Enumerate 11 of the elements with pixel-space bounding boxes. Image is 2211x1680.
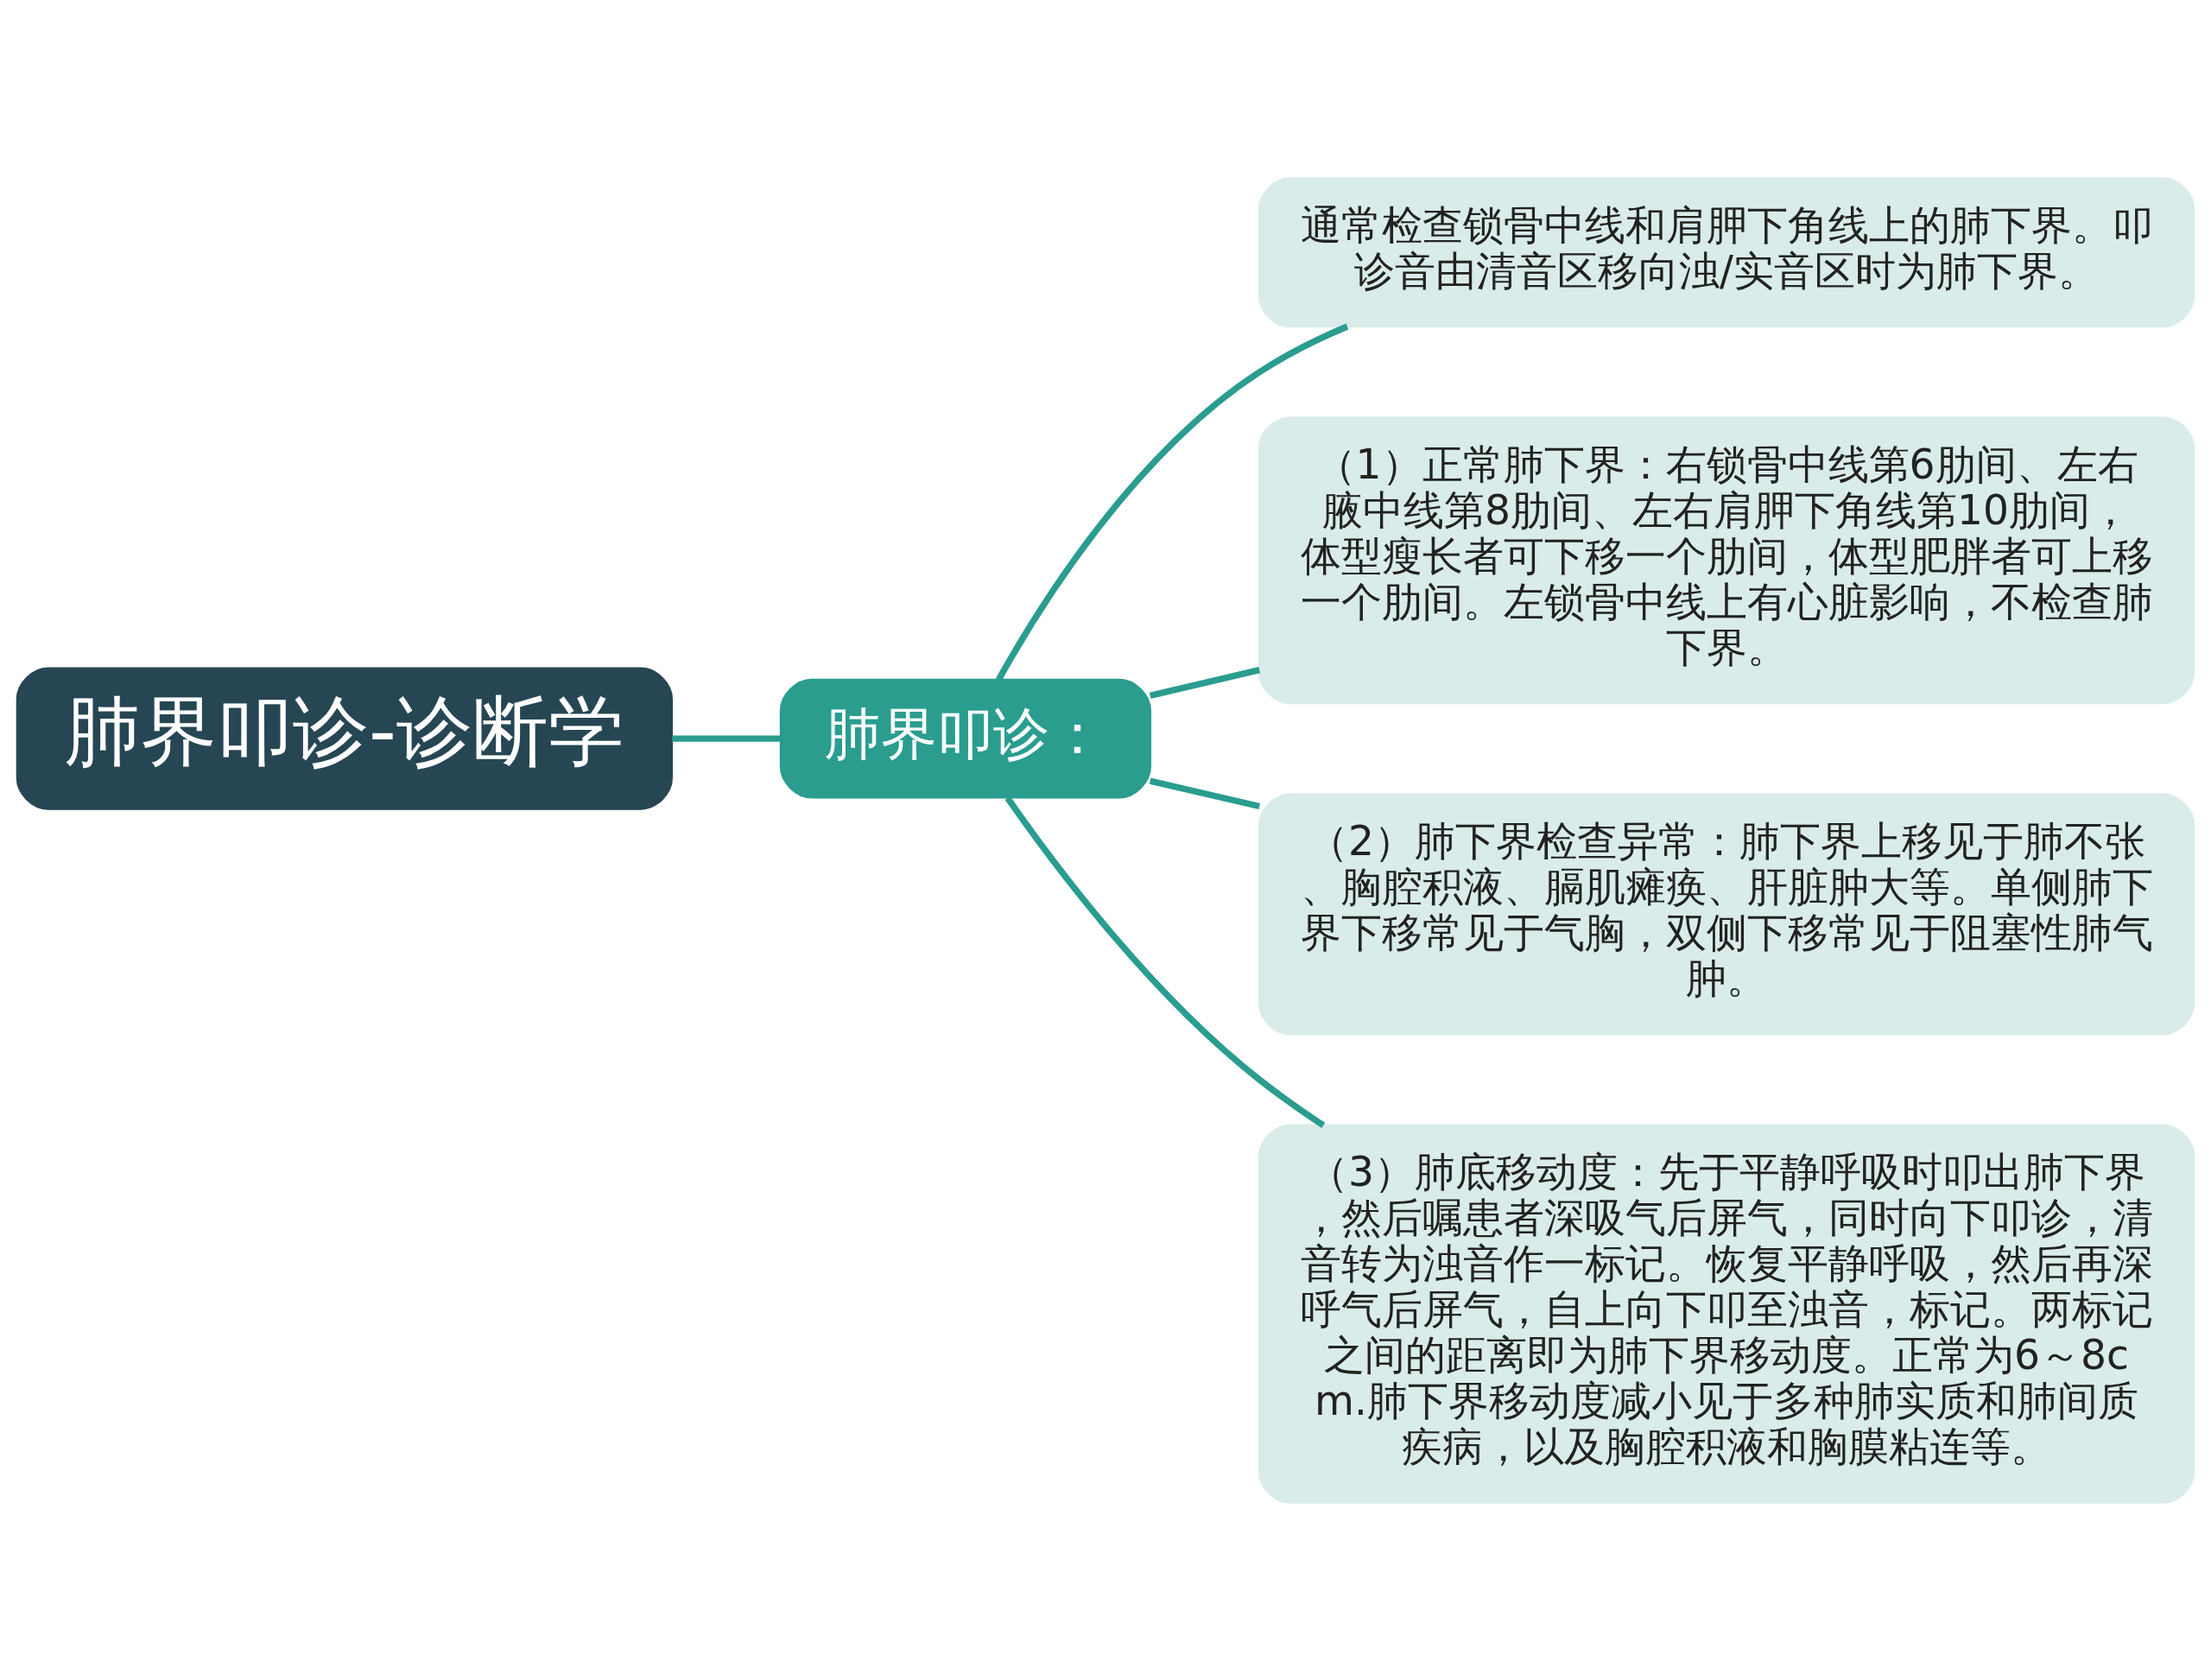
node-box: （2）肺下界检查异常：肺下界上移见于肺不张、胸腔积液、膈肌瘫痪、肝脏肿大等。单侧肺下界下移常见于气胸，双侧下移常见于阻塞性肺气肿。 [1258, 792, 2195, 1035]
node-box: 肺界叩诊-诊断学 [16, 667, 673, 810]
node-box: （1）正常肺下界：右锁骨中线第6肋间、左右腋中线第8肋间、左右肩胛下角线第10肋间，体型瘦长者可下移一个肋间，体型肥胖者可上移一个肋间。左锁骨中线上有心脏影响，不检查肺下界。 [1258, 415, 2195, 704]
node-box: 肺界叩诊： [779, 678, 1152, 798]
node-box: （3）肺底移动度：先于平静呼吸时叩出肺下界，然后嘱患者深吸气后屏气，同时向下叩诊，清音转为浊音作一标记。恢复平静呼吸，然后再深呼气后屏气，自上向下叩至浊音，标记。两标记之间的距离即为肺下界移动度。正常为6～8cm.肺下界移动度减小见于多种肺实质和肺间质疾病，以及胸腔积液和胸膜粘连等。 [1258, 1124, 2195, 1504]
connector [1149, 666, 1261, 699]
connector [1149, 777, 1261, 809]
connector [995, 323, 1349, 682]
node-box: 通常检查锁骨中线和肩胛下角线上的肺下界。叩诊音由清音区移向浊/实音区时为肺下界。 [1258, 176, 2195, 327]
connector [672, 734, 782, 742]
connector [1004, 796, 1326, 1128]
